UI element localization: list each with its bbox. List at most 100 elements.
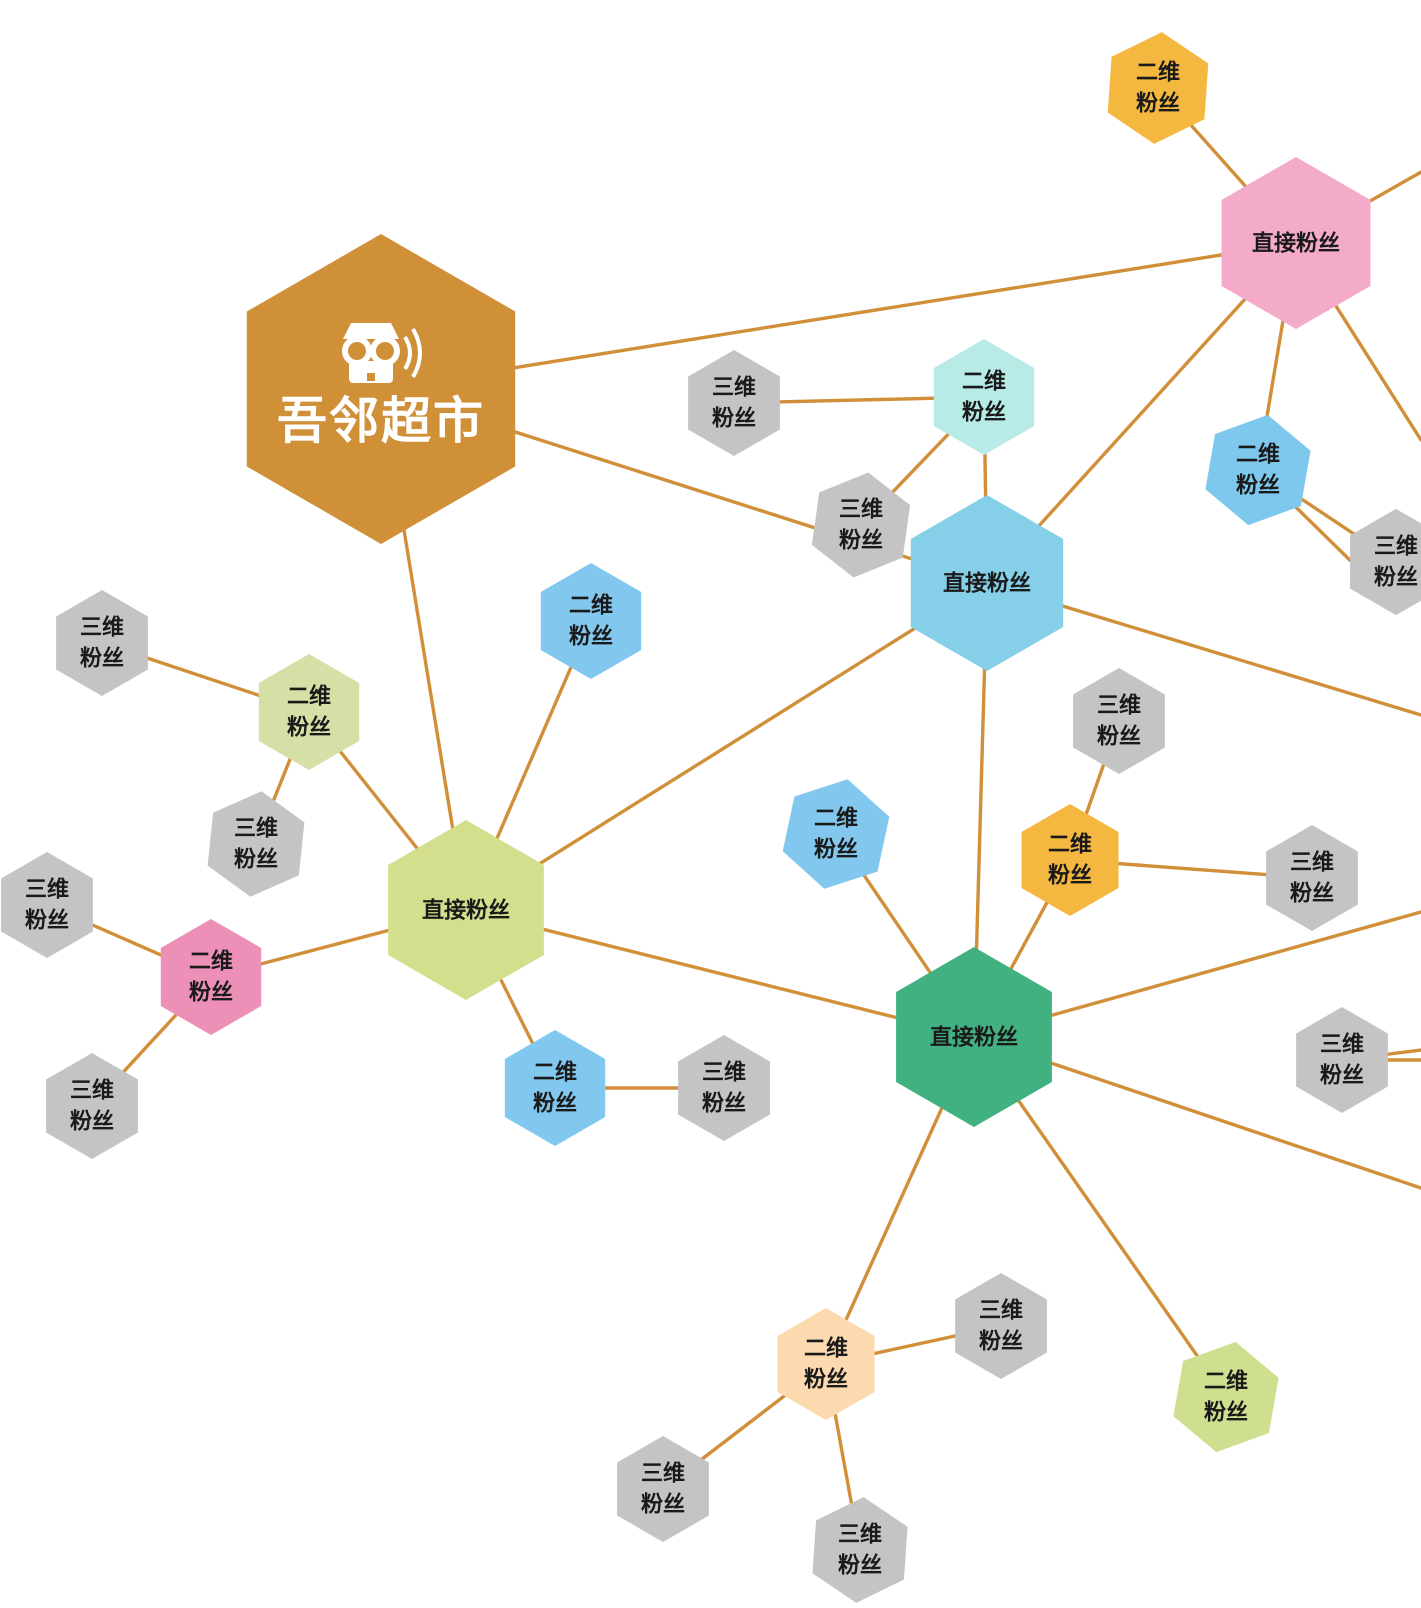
direct-fans-label: 直接粉丝 [930,1025,1018,1051]
tertiary-label-line2: 粉丝 [1320,1063,1364,1089]
hexagon-secondary [160,919,262,1035]
hexagon-secondary [1021,804,1119,916]
secondary-label-line1: 二维 [804,1336,848,1362]
tertiary-label-line2: 粉丝 [70,1109,114,1135]
secondary-label-line2: 粉丝 [533,1091,577,1117]
tertiary-label-line1: 三维 [1320,1032,1364,1058]
tertiary-label-line2: 粉丝 [838,1553,882,1579]
tertiary-label-line1: 三维 [25,877,69,903]
secondary-label-line2: 粉丝 [814,837,858,863]
hexagon-direct [910,495,1064,671]
edge-d_lime-d_green [464,908,976,1039]
node-hub: 吾邻超市 [246,234,516,544]
hexagon-tertiary [1,852,93,958]
hexagon-secondary [1205,414,1311,526]
secondary-label-line2: 粉丝 [189,980,233,1006]
tertiary-label-line1: 三维 [234,816,278,842]
tertiary-label-line2: 粉丝 [234,847,278,873]
secondary-label-line1: 二维 [189,949,233,975]
tertiary-label-line2: 粉丝 [1097,724,1141,750]
secondary-label-line1: 二维 [962,369,1006,395]
tertiary-label-line2: 粉丝 [979,1329,1023,1355]
tertiary-label-line2: 粉丝 [80,646,124,672]
tertiary-label-line2: 粉丝 [1290,881,1334,907]
secondary-label-line2: 粉丝 [1048,863,1092,889]
hexagon-tertiary [56,590,148,696]
tertiary-label-line2: 粉丝 [641,1492,685,1518]
tertiary-label-line1: 三维 [979,1298,1023,1324]
hexagon-tertiary [46,1053,138,1159]
node-d_blue: 直接粉丝 [910,495,1064,671]
secondary-label-line2: 粉丝 [804,1367,848,1393]
tertiary-label-line1: 三维 [70,1078,114,1104]
tertiary-label-line2: 粉丝 [839,528,883,554]
tertiary-label-line1: 三维 [80,615,124,641]
tertiary-label-line1: 三维 [1374,534,1418,560]
tertiary-label-line1: 三维 [838,1522,882,1548]
tertiary-label-line2: 粉丝 [712,406,756,432]
hexagon-secondary [540,563,642,679]
nodes-layer: 吾邻超市直接粉丝直接粉丝直接粉丝直接粉丝二维粉丝二维粉丝二维粉丝二维粉丝二维粉丝… [1,32,1421,1603]
hexagon-secondary [933,339,1035,455]
tertiary-label-line1: 三维 [702,1060,746,1086]
secondary-label-line2: 粉丝 [1136,91,1180,117]
hexagon-tertiary [678,1035,770,1141]
direct-fans-label: 直接粉丝 [422,898,510,924]
hexagon-secondary [258,654,360,770]
tertiary-label-line2: 粉丝 [25,908,69,934]
hexagon-tertiary [207,791,305,897]
secondary-label-line1: 二维 [1048,832,1092,858]
tertiary-label-line1: 三维 [839,497,883,523]
tertiary-label-line1: 三维 [641,1461,685,1487]
secondary-label-line2: 粉丝 [569,624,613,650]
tertiary-label-line1: 三维 [1290,850,1334,876]
hexagon-direct [896,947,1052,1127]
secondary-label-line2: 粉丝 [1204,1400,1248,1426]
node-d_lime: 直接粉丝 [388,820,544,1000]
secondary-label-line1: 二维 [1204,1369,1248,1395]
secondary-label-line1: 二维 [569,593,613,619]
hexagon-tertiary [688,350,780,456]
hexagon-tertiary [812,1497,908,1603]
hexagon-secondary [1173,1341,1279,1453]
brand-name: 吾邻超市 [277,392,485,450]
hexagon-tertiary [1350,509,1421,615]
hexagon-brand [246,234,516,544]
secondary-label-line2: 粉丝 [1236,473,1280,499]
tertiary-label-line1: 三维 [1097,693,1141,719]
hexagon-tertiary [1296,1007,1388,1113]
secondary-label-line1: 二维 [1136,60,1180,86]
hexagon-tertiary [811,472,911,578]
hexagon-secondary [782,779,890,889]
direct-fans-label: 直接粉丝 [943,571,1031,597]
secondary-label-line1: 二维 [814,806,858,832]
hexagon-tertiary [1073,668,1165,774]
storefront-speaker-icon [342,323,422,383]
hexagon-secondary [504,1030,606,1146]
tertiary-label-line2: 粉丝 [1374,565,1418,591]
tertiary-label-line2: 粉丝 [702,1091,746,1117]
hexagon-secondary [1107,32,1209,144]
secondary-label-line1: 二维 [1236,442,1280,468]
hexagon-secondary [777,1308,875,1420]
